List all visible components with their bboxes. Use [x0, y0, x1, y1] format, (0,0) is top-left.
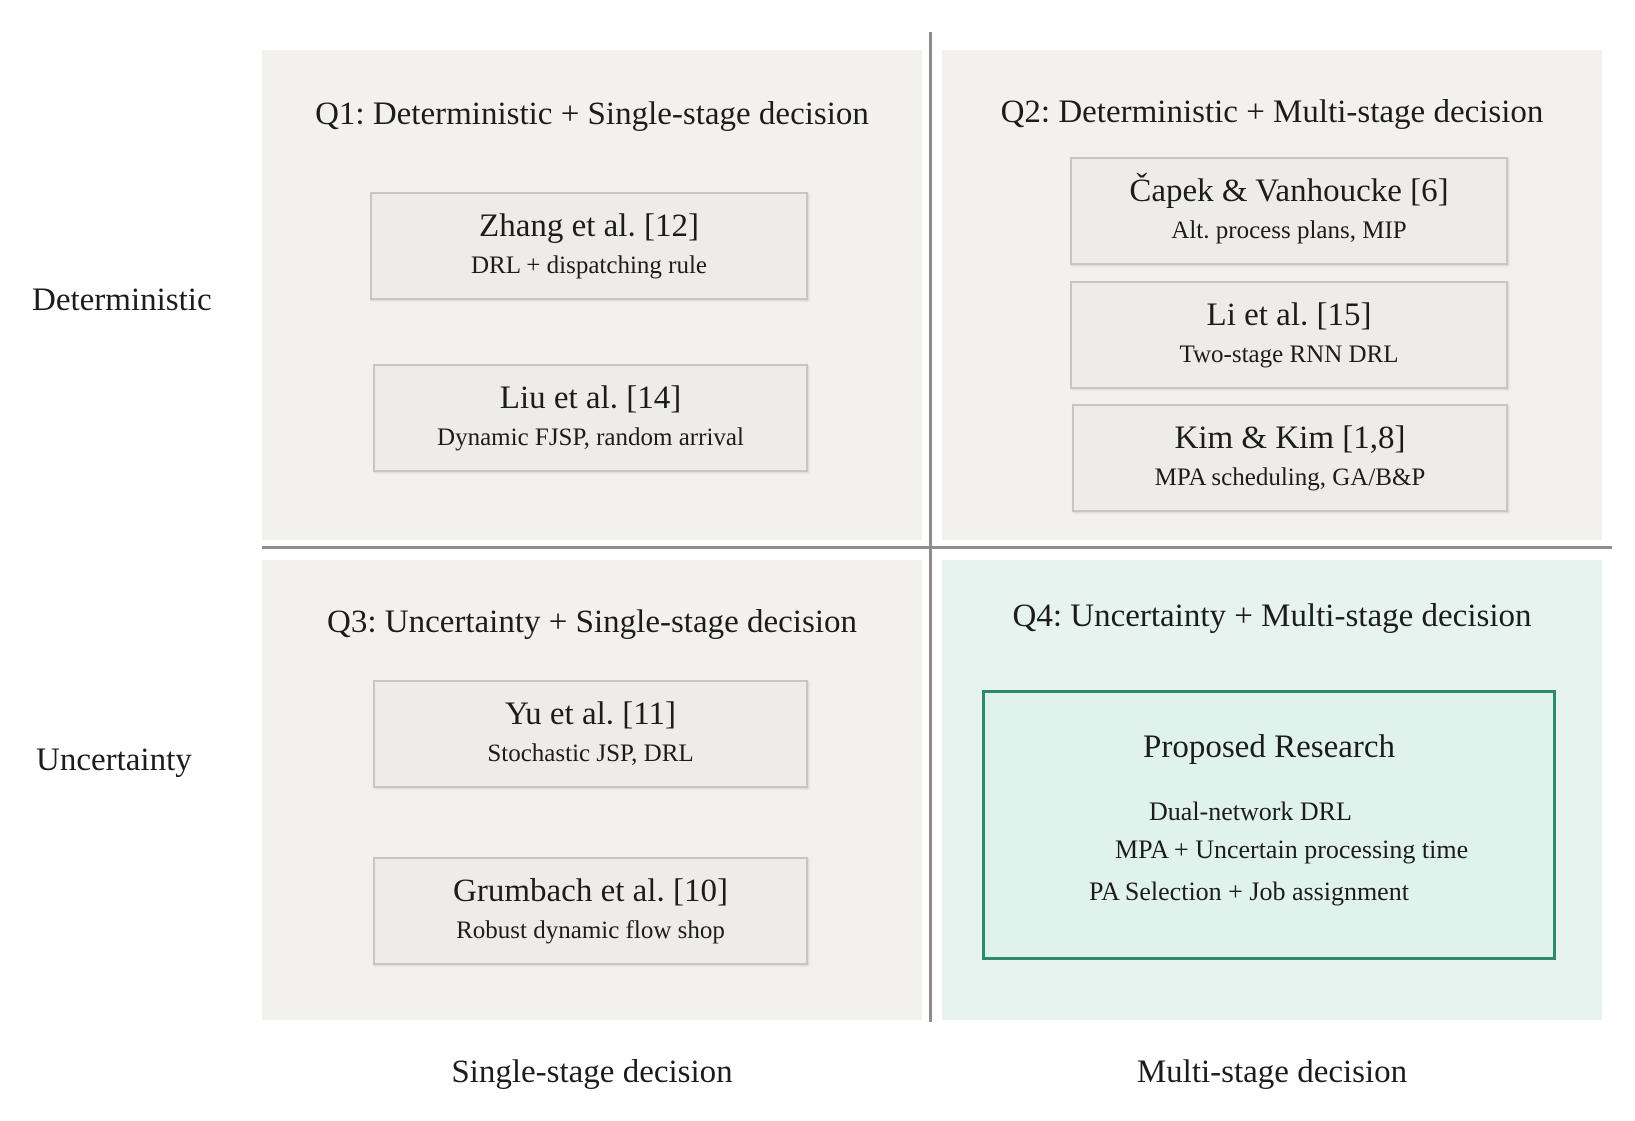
card-liu: Liu et al. [14] Dynamic FJSP, random arr…	[373, 364, 808, 472]
card-title: Grumbach et al. [10]	[453, 873, 728, 909]
quadrant-q2-title: Q2: Deterministic + Multi-stage decision	[1000, 94, 1544, 130]
card-subtitle: Dynamic FJSP, random arrival	[437, 424, 744, 451]
proposed-line-1: Dual-network DRL	[1149, 797, 1352, 826]
column-label-multi-stage: Multi-stage decision	[1136, 1054, 1408, 1090]
proposed-line-3: PA Selection + Job assignment	[1089, 877, 1409, 906]
proposed-line-2: MPA + Uncertain processing time	[1115, 835, 1469, 864]
card-title: Čapek & Vanhoucke [6]	[1129, 173, 1449, 209]
card-subtitle: Two-stage RNN DRL	[1179, 341, 1399, 368]
card-subtitle: DRL + dispatching rule	[470, 252, 708, 279]
quadrant-q4-title: Q4: Uncertainty + Multi-stage decision	[1012, 598, 1532, 634]
card-grumbach: Grumbach et al. [10] Robust dynamic flow…	[373, 857, 808, 965]
card-title: Liu et al. [14]	[499, 380, 682, 416]
card-subtitle: Stochastic JSP, DRL	[487, 740, 694, 767]
proposed-research-box: Proposed Research Dual-network DRL MPA +…	[982, 690, 1556, 960]
card-capek: Čapek & Vanhoucke [6] Alt. process plans…	[1070, 157, 1508, 265]
proposed-research-title: Proposed Research	[1142, 729, 1395, 765]
horizontal-axis	[262, 546, 1612, 549]
card-yu: Yu et al. [11] Stochastic JSP, DRL	[373, 680, 808, 788]
card-subtitle: Robust dynamic flow shop	[456, 917, 725, 944]
column-label-single-stage: Single-stage decision	[451, 1054, 733, 1090]
card-title: Yu et al. [11]	[504, 696, 677, 732]
card-li: Li et al. [15] Two-stage RNN DRL	[1070, 281, 1508, 389]
card-kim: Kim & Kim [1,8] MPA scheduling, GA/B&P	[1072, 404, 1508, 512]
row-label-deterministic: Deterministic	[32, 282, 212, 318]
vertical-axis	[929, 32, 932, 1022]
quadrant-q3-title: Q3: Uncertainty + Single-stage decision	[327, 604, 857, 640]
row-label-uncertainty: Uncertainty	[36, 742, 192, 778]
card-title: Li et al. [15]	[1206, 297, 1372, 333]
card-title: Zhang et al. [12]	[479, 208, 699, 244]
card-title: Kim & Kim [1,8]	[1174, 420, 1406, 456]
card-subtitle: MPA scheduling, GA/B&P	[1154, 464, 1426, 491]
card-subtitle: Alt. process plans, MIP	[1171, 217, 1407, 244]
card-zhang: Zhang et al. [12] DRL + dispatching rule	[370, 192, 808, 300]
quadrant-q1-title: Q1: Deterministic + Single-stage decisio…	[315, 96, 869, 132]
